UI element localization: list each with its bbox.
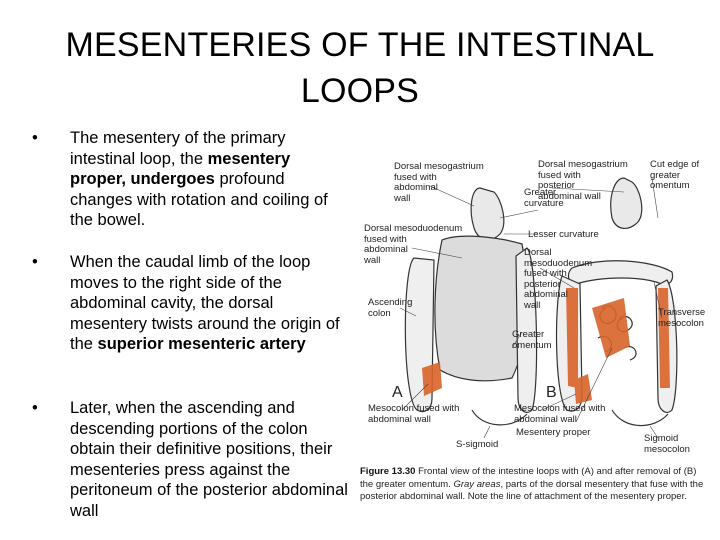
label-mesocolon-fused-b: Mesocolon fused with abdominal wall xyxy=(514,403,606,425)
label-lesser-curvature: Lesser curvature xyxy=(528,229,599,240)
bullet-2-bold: superior mesenteric artery xyxy=(97,335,306,353)
bullet-3-text: Later, when the ascending and descending… xyxy=(70,399,348,520)
label-sigmoid-mesocolon: Sigmoid mesocolon xyxy=(644,433,690,455)
label-mesocolon-fused-a: Mesocolon fused with abdominal wall xyxy=(368,403,460,425)
label-ascending-colon: Ascending colon xyxy=(368,297,413,319)
label-s-sigmoid: S-sigmoid xyxy=(456,439,499,450)
bullet-1-bold: mesentery proper, undergoes xyxy=(70,149,291,189)
bullet-1-text: The mesentery of the primary intestinal … xyxy=(70,129,286,168)
title-line-2: LOOPS xyxy=(300,72,420,110)
figure-caption: Figure 13.30 Frontal view of the intesti… xyxy=(360,466,706,504)
bullet-1-text-end: profound changes with rotation and coili… xyxy=(70,170,328,229)
slide-title: MESENTERIES OF THE INTESTINAL LOOPS xyxy=(40,22,680,114)
intestine-illustration xyxy=(399,177,678,439)
bullet-item-3: • Later, when the ascending and descendi… xyxy=(30,398,350,521)
title-line-1: MESENTERIES OF THE INTESTINAL xyxy=(65,26,655,64)
bullet-dot: • xyxy=(32,129,38,147)
label-cut-edge-omentum: Cut edge of greater omentum xyxy=(650,159,700,191)
label-dorsal-mesoduodenum-b: Dorsal mesoduodenum fused with posterior… xyxy=(524,247,593,311)
label-dorsal-mesoduodenum-a: Dorsal mesoduodenum fused with abdominal… xyxy=(364,223,463,266)
label-dorsal-mesogastrium-a: Dorsal mesogastrium fused with abdominal… xyxy=(394,161,484,204)
caption-italic: Gray areas xyxy=(453,478,501,490)
bullet-dot: • xyxy=(32,253,38,271)
figure-number: Figure 13.30 xyxy=(360,466,416,477)
bullet-item-1: • The mesentery of the primary intestina… xyxy=(30,128,350,231)
panel-b-letter: B xyxy=(546,384,557,401)
bullet-2-text: When the caudal limb of the loop moves t… xyxy=(70,253,340,353)
caption-text-2: , parts of the dorsal mesentery that fus… xyxy=(360,478,704,503)
caption-text-1: Frontal view of the intestine loops with… xyxy=(360,466,697,490)
label-dorsal-mesogastrium-b: Dorsal mesogastrium fused with posterior… xyxy=(538,159,628,202)
bullet-item-2: • When the caudal limb of the loop moves… xyxy=(30,252,350,355)
label-greater-curvature: Greater curvature xyxy=(524,187,564,209)
label-mesentery-proper: Mesentery proper xyxy=(516,427,591,438)
anatomy-figure: Dorsal mesogastrium fused with abdominal… xyxy=(360,148,707,526)
label-greater-omentum: Greater omentum xyxy=(512,329,552,351)
panel-a-letter: A xyxy=(392,384,403,401)
label-transverse-mesocolon: Transverse mesocolon xyxy=(658,307,706,329)
bullet-dot: • xyxy=(32,399,38,417)
